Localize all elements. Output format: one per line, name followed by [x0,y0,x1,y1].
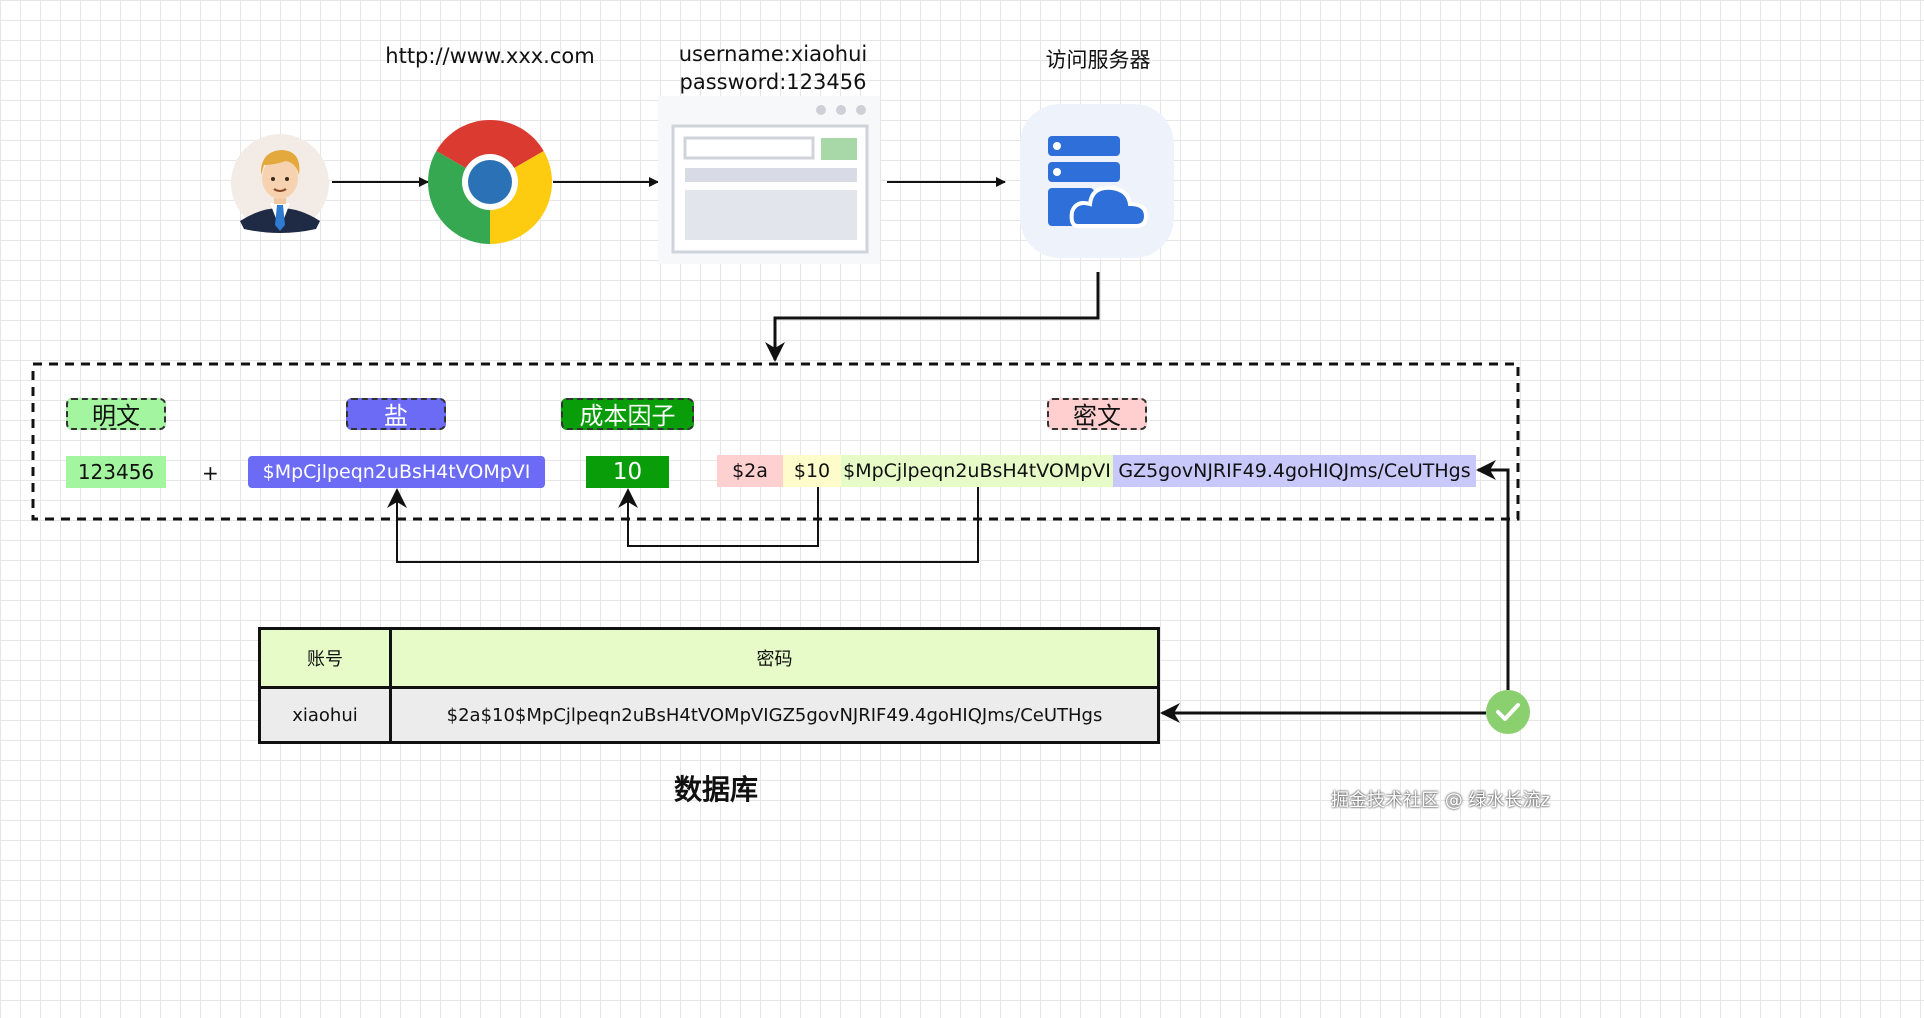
arrow-salt-extract [387,487,979,563]
plaintext-value: 123456 [66,456,166,488]
header-account: 账号 [258,627,392,689]
database-table: 账号 密码 xiaohui $2a$10$MpCjlpeqn2uBsH4tVOM… [258,627,1160,744]
username-line: username:xiaohui [678,42,868,66]
plus-sign: + [202,461,219,485]
plaintext-label: 明文 [66,398,166,430]
chrome-browser-icon [428,120,552,244]
check-icon [1486,690,1530,734]
credentials-label: username:xiaohui password:123456 [655,40,891,96]
salt-label: 盐 [346,398,446,430]
cloud-server-icon [1020,104,1174,258]
header-password: 密码 [389,627,1160,689]
login-form-window-icon [658,96,880,264]
hash-process-box [31,362,1520,521]
connector-layer [31,177,1520,723]
arrow-check-to-hash [1476,460,1510,690]
table-header-row: 账号 密码 [258,627,1160,689]
arrow-cost-extract [618,487,819,547]
user-avatar-icon [231,134,329,233]
table-row: xiaohui $2a$10$MpCjlpeqn2uBsH4tVOMpVIGZ5… [258,686,1160,744]
cost-value: 10 [586,456,669,488]
hash-segment-algorithm: $2a [717,455,783,487]
arrow-server-to-hash-box [765,272,1100,362]
database-caption: 数据库 [673,773,758,806]
password-line: password:123456 [679,70,867,94]
hash-segment-cost: $10 [783,455,841,487]
hash-segment-hash: GZ5govNJRIF49.4goHIQJms/CeUTHgs [1113,455,1476,487]
url-label: http://www.xxx.com [385,44,595,68]
server-label: 访问服务器 [1045,48,1151,72]
salt-value: $MpCjlpeqn2uBsH4tVOMpVI [248,456,545,488]
cost-factor-label: 成本因子 [561,398,694,430]
cell-account: xiaohui [258,686,392,744]
hash-segment-salt: $MpCjlpeqn2uBsH4tVOMpVI [841,455,1113,487]
ciphertext-label: 密文 [1047,398,1147,430]
watermark: 掘金技术社区 @ 绿水长流z [1331,790,1550,811]
cell-password: $2a$10$MpCjlpeqn2uBsH4tVOMpVIGZ5govNJRIF… [389,686,1160,744]
